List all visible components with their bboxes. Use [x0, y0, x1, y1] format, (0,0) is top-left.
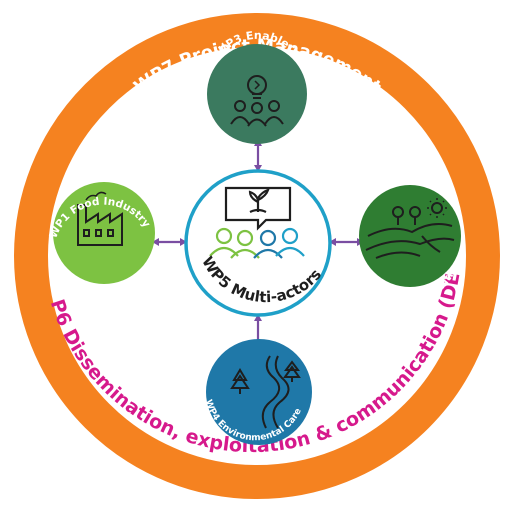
wp5-center-node[interactable]: WP5 Multi-actors [184, 169, 332, 317]
arrow-head [254, 314, 262, 321]
wp2-node[interactable]: WP2 Soil Health [359, 185, 461, 305]
people-discussion-icon [209, 186, 305, 259]
wp3-node[interactable]: WP3 Enablers [207, 29, 307, 144]
lightbulb-team-icon [230, 75, 284, 127]
wp2-circle [359, 185, 461, 287]
wp4-node[interactable]: WP4 Environmental Care [203, 339, 312, 445]
outer-ring [14, 13, 500, 499]
arrow-head [180, 238, 187, 246]
field-sun-icon [365, 198, 455, 259]
arrow-head [152, 238, 159, 246]
wp1-node[interactable]: WP1 Food Industry [47, 182, 155, 284]
wp5-circle [184, 169, 332, 317]
factory-icon [77, 191, 123, 246]
wp4-circle [206, 339, 312, 445]
river-trees-icon [230, 355, 301, 429]
arrow-head [329, 238, 336, 246]
arrow-head [254, 165, 262, 172]
